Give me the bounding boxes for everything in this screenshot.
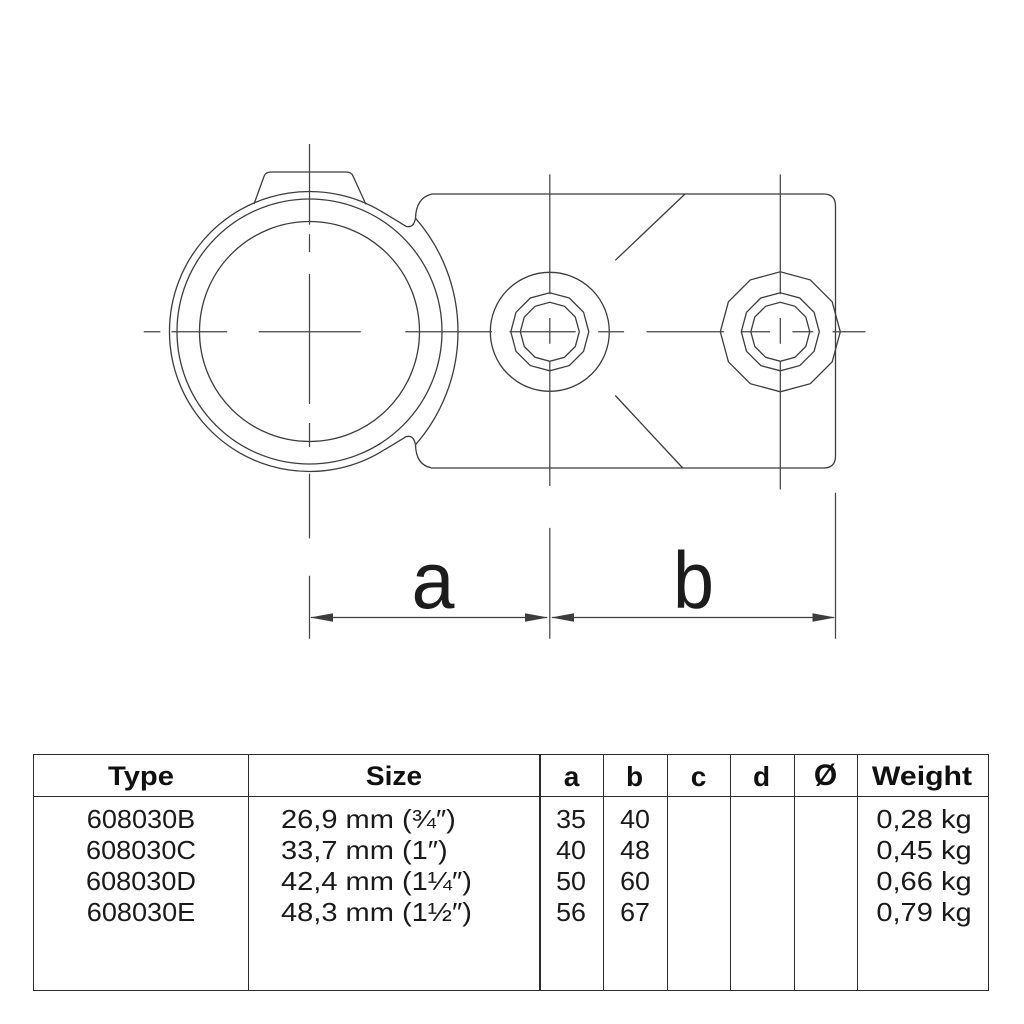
- svg-text:b: b: [673, 536, 714, 626]
- svg-text:a: a: [412, 536, 456, 626]
